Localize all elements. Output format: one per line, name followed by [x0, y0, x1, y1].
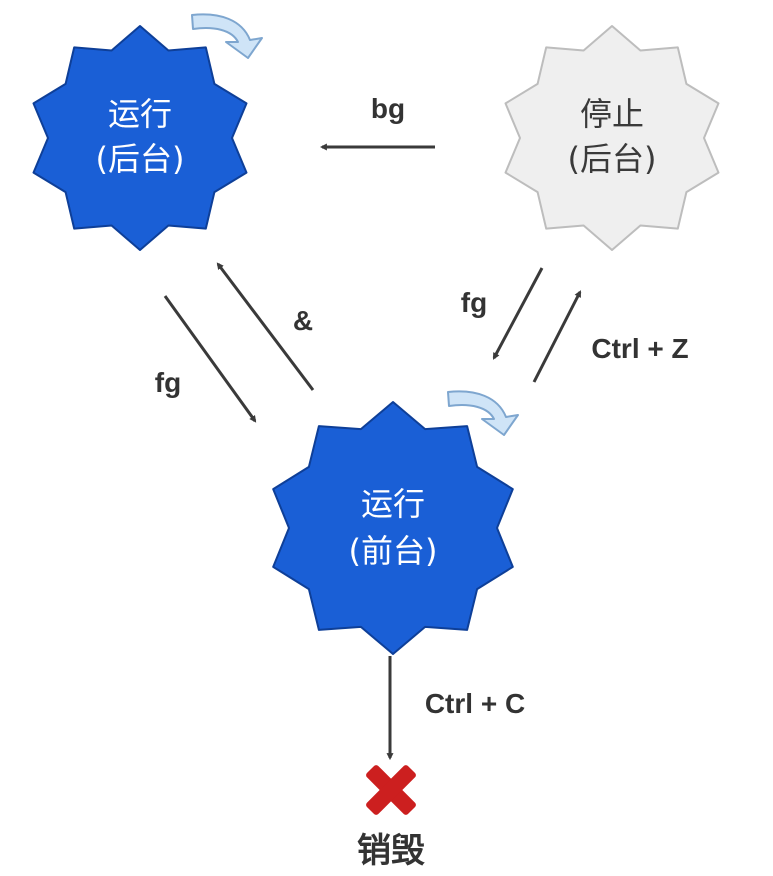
x-icon: [366, 765, 416, 815]
node-fg-running-line2: (前台): [349, 532, 438, 570]
node-bg-stopped-line2: (后台): [568, 140, 657, 178]
self-loop-arrow-icon: [191, 13, 263, 59]
edge-label-fg-right: fg: [461, 287, 487, 318]
node-bg-running-line2: (后台): [96, 140, 185, 178]
self-loop-arrow-icon: [447, 390, 519, 436]
node-bg-stopped-line1: 停止: [580, 95, 644, 133]
edge-arrow-stopped-to-fg: [492, 267, 544, 360]
node-bg-stopped: 停止 (后台): [504, 25, 720, 251]
star-shape: [504, 25, 720, 251]
edge-label-ctrl-z: Ctrl + Z: [591, 333, 688, 364]
edge-label-ctrl-c: Ctrl + C: [425, 688, 525, 719]
edge-label-ampersand: &: [293, 305, 313, 336]
node-fg-running-line1: 运行: [361, 485, 425, 523]
star-shape: [32, 25, 248, 251]
edge-label-fg-left: fg: [155, 367, 181, 398]
edge-arrow-fg-to-stopped: [532, 290, 582, 383]
node-fg-running: 运行 (前台): [272, 401, 514, 655]
end-state-label: 销毁: [357, 831, 425, 871]
edge-label-bg: bg: [371, 93, 405, 124]
node-bg-running-line1: 运行: [108, 95, 172, 133]
edge-arrow-bg-to-fg: [163, 295, 257, 423]
edge-arrow-fg-to-bg: [216, 262, 315, 391]
star-shape: [272, 401, 514, 655]
node-bg-running: 运行 (后台): [32, 25, 248, 251]
